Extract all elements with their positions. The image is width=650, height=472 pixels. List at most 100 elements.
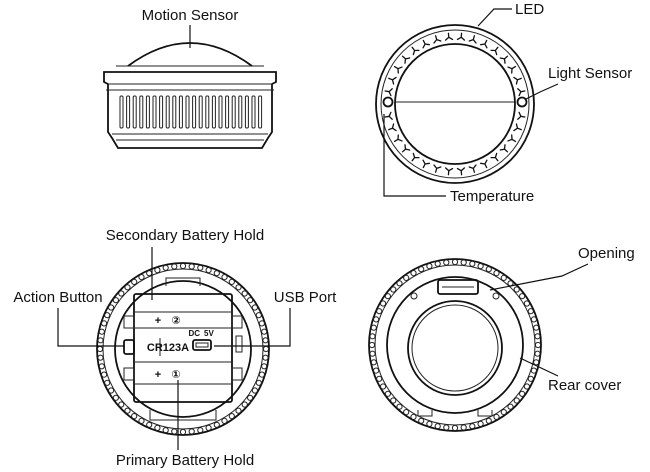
grip-bump [247,297,254,304]
led-leader [477,8,512,27]
light-sensor-hole-left [382,96,394,108]
led-mark [468,164,477,173]
side-view-drawing [103,42,277,149]
grip-bump [376,375,383,382]
grip-bump [469,423,476,430]
rear-cover-leader [519,357,559,377]
grip-bump [460,424,467,431]
led-mark-stroke [456,167,466,176]
grip-bump [104,312,111,319]
led-mark [422,159,430,169]
grip-bump [262,354,269,361]
grip-bump [410,413,417,420]
led-mark [517,111,526,120]
vent-slot [231,95,236,129]
grip-bump [131,278,138,285]
led-mark [393,134,403,143]
grip-bump [500,409,507,416]
grip-bump [384,390,391,397]
usb-port-shape [192,339,212,351]
led-mark [411,46,420,56]
grip-bump [403,274,410,281]
led-mark-stroke [422,39,430,49]
vent-slot [258,95,263,129]
grip-bump [513,397,520,404]
grip-bump [443,259,450,266]
grip-bump [369,333,376,340]
vent-slot [244,95,249,129]
led-mark-stroke [517,88,526,97]
led-mark [480,39,488,49]
led-mark-stroke [411,152,420,162]
grip-bump [493,270,500,277]
usb-port-label: USB Port [274,289,337,306]
opening-slot [437,279,479,295]
grip-bump [118,290,125,297]
light-sensor-hole-right [516,96,528,108]
grip-bump [373,367,380,374]
grip-bump [228,413,235,420]
grip-bump [98,328,105,335]
grip-bump [146,421,153,428]
grip-bump [255,312,262,319]
led-mark [411,152,420,162]
led-mark-stroke [480,159,488,169]
grip-bump [373,316,380,323]
led-mark [499,55,509,64]
secondary-battery-hold-label: Secondary Battery Hold [106,227,264,244]
led-mark-stroke [490,46,499,56]
action-button-leader [57,308,124,347]
vent-slot [132,95,137,129]
grip-bump [188,428,195,435]
grip-bump [533,359,540,366]
led-mark-stroke [507,65,517,74]
led-mark [468,35,477,44]
led-mark-stroke [444,167,454,176]
grip-bump [426,263,433,270]
grip-bump [154,424,161,431]
grip-bump [403,409,410,416]
led-mark-stroke [513,76,522,85]
grip-bump [533,324,540,331]
battery-model-text: CR123A [147,342,189,354]
grip-bump [396,280,403,287]
grip-bump [390,397,397,404]
led-mark [517,88,526,97]
grip-bump [101,371,108,378]
grip-bump [513,286,520,293]
grip-bump [138,274,145,281]
led-mark [384,88,393,97]
grip-bump [519,390,526,397]
grip-bump [112,394,120,401]
vent-slot [218,95,223,129]
led-mark [507,65,517,74]
led-mark-stroke [490,152,499,162]
led-mark [490,152,499,162]
vent-slot [172,95,177,129]
led-mark-stroke [411,46,420,56]
grip-bump [162,427,169,434]
grip-bump [434,423,441,430]
led-mark [388,76,397,85]
grip-bump [469,260,476,267]
rear-cover-label: Rear cover [548,377,621,394]
led-mark [444,32,454,41]
grip-bump [523,300,531,307]
grip-bump [534,350,541,357]
led-mark [513,123,522,132]
vent-slot [165,95,170,129]
grip-bump [188,263,195,270]
grip-bump [179,262,187,270]
grip-bump [205,424,212,431]
vent-slot [139,95,144,129]
vent-slot [185,95,190,129]
led-mark-stroke [456,32,466,41]
plus-sign-top: + [155,315,161,327]
grip-bump [241,401,248,408]
grip-bump [418,266,425,273]
light-sensor-leader [525,83,559,100]
led-mark [480,159,488,169]
grip-bump [443,424,450,431]
primary-battery-hold-label: Primary Battery Hold [116,452,254,469]
grip-bump [213,270,220,277]
